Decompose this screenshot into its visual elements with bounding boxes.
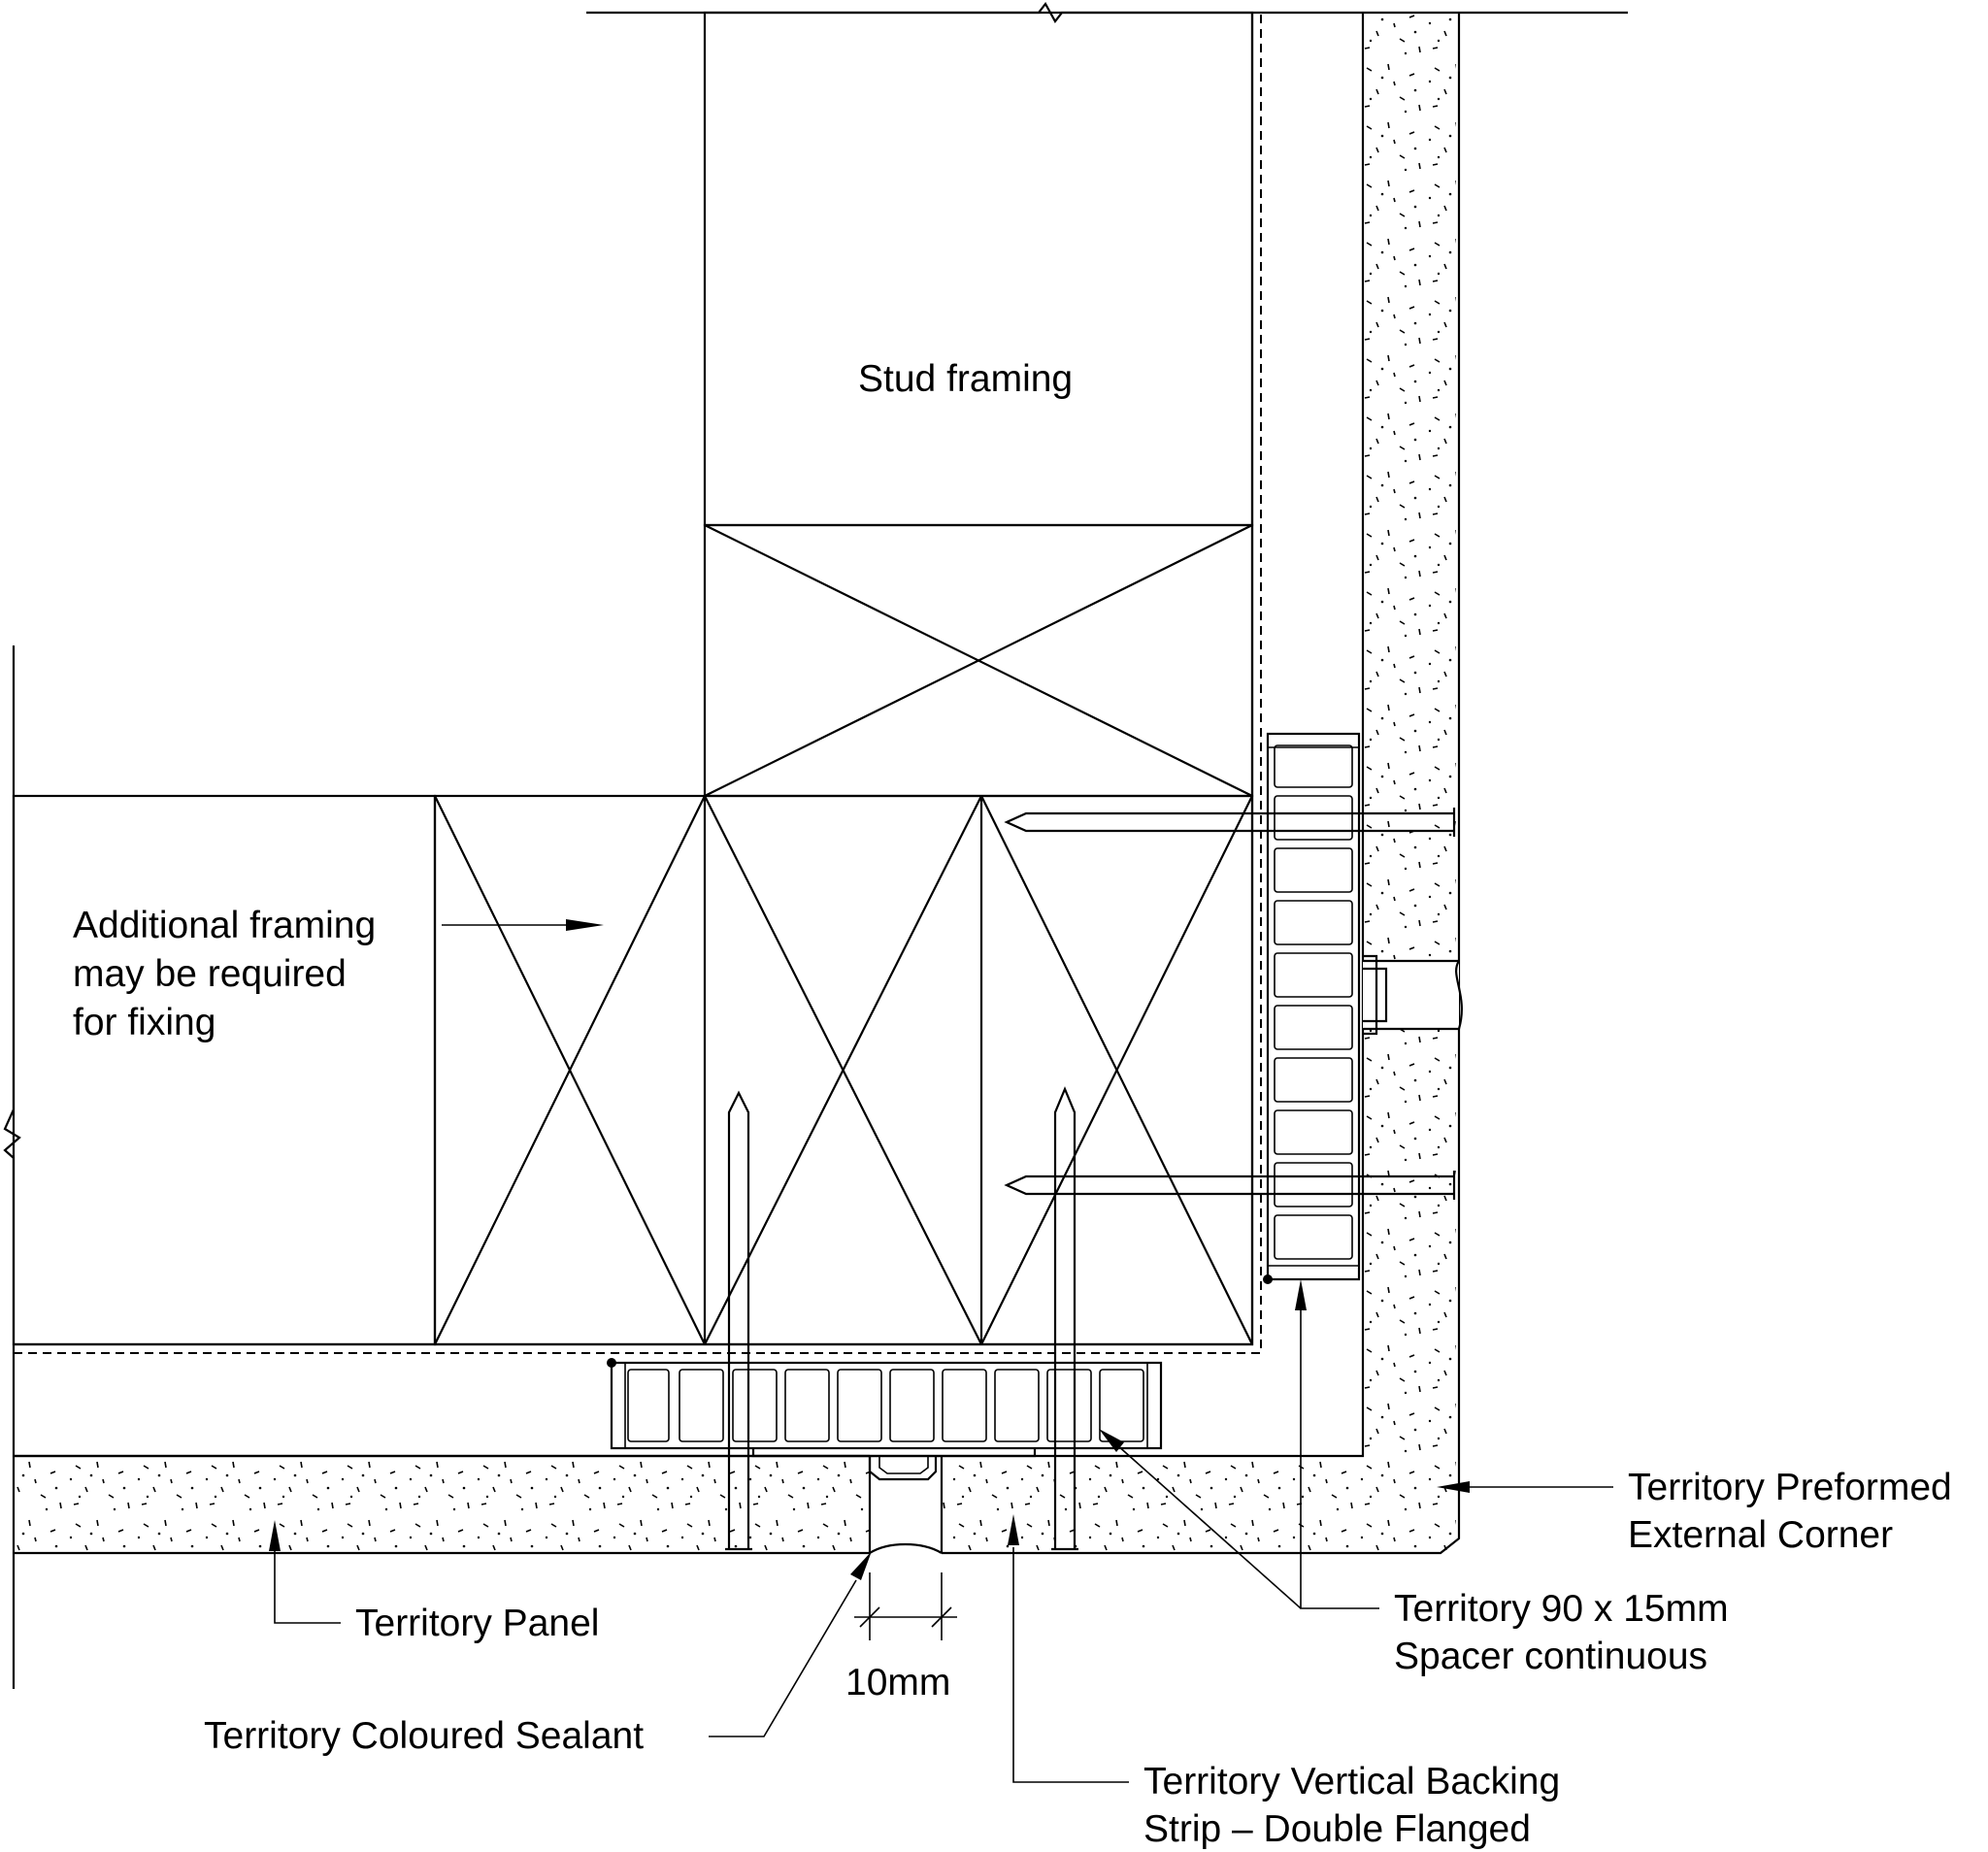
svg-text:Spacer continuous: Spacer continuous (1394, 1636, 1707, 1677)
stud-blocking (703, 523, 1254, 798)
territory-preformed-external-corner (1363, 13, 1463, 1456)
vertical-backing-strip-right (1363, 954, 1388, 1036)
label-spacer: Territory 90 x 15mm Spacer continuous (1394, 1588, 1729, 1677)
label-additional-framing: Additional framing may be required for f… (73, 905, 376, 1043)
svg-text:for fixing: for fixing (73, 1002, 215, 1043)
leader-preformed-corner (1437, 1481, 1613, 1493)
nails-horizontal (1004, 808, 1456, 1200)
leader-backing-strip (1008, 1514, 1129, 1783)
label-territory-panel: Territory Panel (355, 1603, 599, 1644)
left-framing (12, 794, 437, 1346)
leader-spacer (1099, 1279, 1379, 1609)
stud-framing (703, 11, 1254, 527)
dimension-label: 10mm (845, 1662, 950, 1703)
dimension-10mm: 10mm (845, 1572, 957, 1703)
coloured-sealant (869, 1543, 943, 1554)
leader-additional-framing (442, 919, 604, 931)
cavity-lines (14, 13, 1365, 1458)
svg-text:Territory Vertical Backing: Territory Vertical Backing (1143, 1761, 1560, 1802)
label-stud-framing: Stud framing (858, 358, 1073, 400)
label-backing-strip: Territory Vertical Backing Strip – Doubl… (1143, 1761, 1560, 1850)
leader-coloured-sealant (709, 1551, 872, 1737)
label-preformed-corner: Territory Preformed External Corner (1628, 1467, 1952, 1556)
svg-text:Territory 90 x 15mm: Territory 90 x 15mm (1394, 1588, 1729, 1630)
svg-text:Territory Preformed: Territory Preformed (1628, 1467, 1952, 1508)
svg-text:Strip – Double Flanged: Strip – Double Flanged (1143, 1808, 1531, 1850)
additional-framing (433, 794, 1254, 1346)
svg-text:may be required: may be required (73, 953, 347, 995)
svg-text:Additional framing: Additional framing (73, 905, 376, 946)
spacer-horizontal (607, 1358, 1163, 1450)
vertical-backing-strip-bottom (751, 1448, 1037, 1481)
spacer-vertical (1263, 732, 1361, 1284)
label-coloured-sealant: Territory Coloured Sealant (204, 1715, 644, 1757)
nails-vertical (725, 1086, 1078, 1551)
svg-text:External Corner: External Corner (1628, 1514, 1893, 1556)
leader-territory-panel (269, 1520, 341, 1624)
